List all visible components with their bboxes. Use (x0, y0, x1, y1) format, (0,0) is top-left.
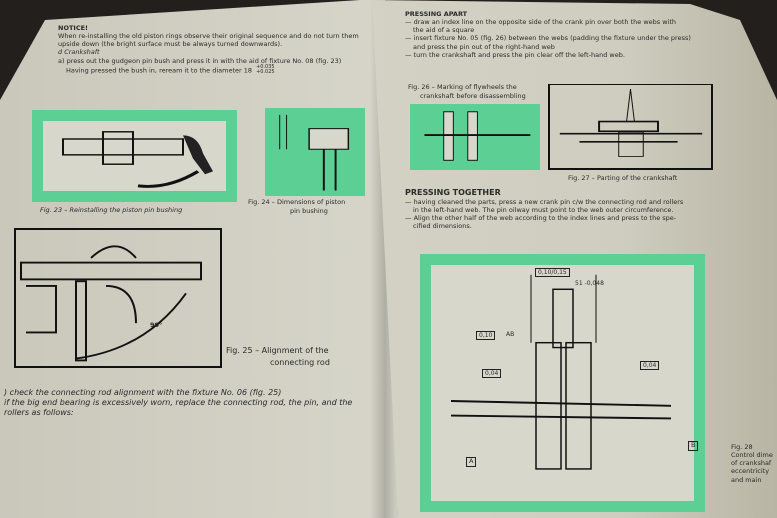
step-c: rollers as follows: (4, 408, 74, 417)
tolerance-a: 0,10 (476, 331, 496, 341)
pressing-together-heading: PRESSING TOGETHER (405, 188, 501, 197)
step-c: if the big end bearing is excessively wo… (4, 398, 353, 407)
step-a-continued: Having pressed the bush in, reream it to… (58, 63, 363, 76)
angle-label: 90° (150, 321, 163, 329)
left-intro-text: NOTICE! When re-installing the old pisto… (58, 24, 363, 76)
step-a-text: Having pressed the bush in, reream it to… (66, 66, 253, 75)
tolerance: +0.035+0.025 (256, 63, 275, 76)
fig28-caption: Fig. 28 (731, 443, 753, 451)
fig25-caption: Fig. 25 – Alignment of the (226, 346, 329, 355)
fig28-frame (420, 254, 705, 512)
dimension-label: 51 -0,048 (575, 280, 604, 287)
together-step: cified dimensions. (413, 222, 472, 231)
piston-pin-bushing-drawing (62, 131, 213, 188)
pressing-together-text: PRESSING TOGETHER — having cleaned the p… (405, 188, 760, 231)
tolerance-b: 0,04 (482, 369, 502, 379)
datum-b: B (688, 441, 699, 451)
apart-step: — draw an index line on the opposite sid… (405, 18, 677, 27)
tolerance-lower: +0.025 (256, 69, 275, 76)
tolerance-upper: +0.035 (256, 63, 275, 70)
fig25-frame (14, 228, 222, 368)
fig28-caption: of crankshaf (731, 459, 772, 468)
step-a: a) press out the gudgeon pin bush and pr… (58, 56, 342, 65)
fig24-caption: Fig. 24 – Dimensions of piston (248, 198, 346, 206)
fig26-frame (410, 104, 540, 170)
apart-step: — insert fixture No. 05 (fig. 26) betwee… (405, 34, 691, 43)
fig23-caption: Fig. 23 – Reinstalling the piston pin bu… (40, 206, 183, 214)
together-step: — having cleaned the parts, press a new … (405, 198, 684, 206)
bushing-dimension-drawing (279, 114, 350, 191)
fig28-caption-block: Fig. 28 Control dime of crankshaf eccent… (731, 443, 777, 484)
together-step: — Align the other half of the web accord… (405, 214, 677, 223)
pressing-apart-heading: PRESSING APART (405, 10, 468, 18)
fig28-caption: and main (731, 475, 762, 484)
connecting-rod-drawing (20, 245, 202, 362)
fig26-caption: crankshaft before disassembling (420, 92, 526, 100)
pressing-apart-text: PRESSING APART — draw an index line on t… (405, 10, 735, 59)
fig27-frame (548, 84, 713, 170)
section-heading: d Crankshaft (58, 48, 100, 57)
fig28-caption: eccentricity (731, 467, 770, 476)
left-steps-text: ) check the connecting rod alignment wit… (4, 388, 366, 418)
flywheel-marking-drawing (424, 111, 531, 161)
fig25-caption: connecting rod (270, 358, 330, 367)
notice-heading: NOTICE! (58, 24, 88, 32)
fig23-frame (32, 110, 237, 202)
fig26-caption: Fig. 26 – Marking of flywheels the (408, 83, 517, 91)
fig28-caption: Control dime (731, 451, 773, 460)
crankshaft-parting-drawing (559, 89, 703, 157)
fig27-caption: Fig. 27 – Parting of the crankshaft (568, 174, 678, 182)
notice-line: upside down (the bright surface must be … (58, 40, 283, 49)
notice-line: When re-installing the old piston rings … (58, 32, 359, 41)
tolerance-c: 0,04 (640, 361, 660, 371)
crankshaft-control-drawing (450, 274, 672, 470)
apart-step: and press the pin out of the right-hand … (413, 42, 555, 51)
datum-a: A (466, 457, 477, 467)
apart-step: — turn the crankshaft and press the pin … (405, 50, 625, 59)
fig24-frame (265, 108, 365, 196)
datum-reference: AB (506, 331, 515, 338)
together-step: in the left-hand web. The pin oilway mus… (413, 206, 674, 215)
tolerance-top: 0,10/0,15 (535, 268, 570, 278)
step-b: ) check the connecting rod alignment wit… (4, 388, 282, 397)
fig24-caption: pin bushing (290, 207, 328, 215)
apart-step: the aid of a square (413, 26, 475, 35)
